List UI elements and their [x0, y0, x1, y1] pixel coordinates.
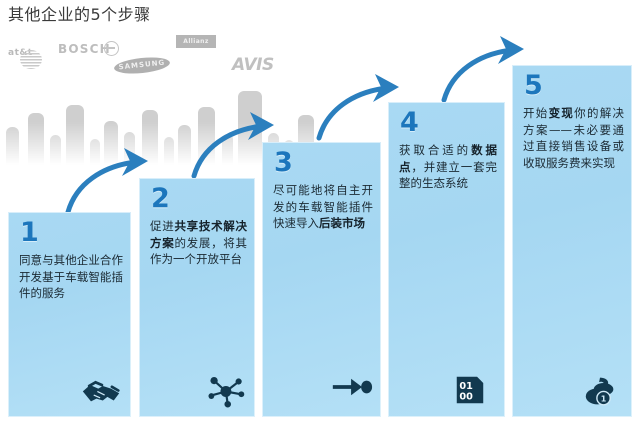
- silhouette: [164, 137, 174, 165]
- silhouette: [178, 125, 191, 165]
- silhouette: [104, 121, 118, 165]
- step-text-4: 获取合适的数据点，并建立一套完整的生态系统: [399, 143, 498, 190]
- page-title: 其他企业的5个步骤: [8, 5, 151, 24]
- avis-logo: AVIS: [232, 55, 274, 75]
- svg-text:00: 00: [459, 392, 473, 403]
- silhouette: [50, 135, 61, 165]
- silhouette: [124, 132, 135, 165]
- silhouette: [66, 105, 84, 165]
- att-logo: at&t: [8, 48, 42, 69]
- step-card-4[interactable]: 4 获取合适的数据点，并建立一套完整的生态系统 01 00: [388, 102, 505, 417]
- brand-logo-row: at&t BOSCH SAMSUNG Allianz AVIS: [0, 30, 330, 90]
- silhouette: [198, 107, 215, 165]
- step-card-1[interactable]: 1 同意与其他企业合作开发基于车载智能插件的服务: [8, 212, 131, 417]
- att-globe-icon: [20, 50, 42, 69]
- bosch-logo: BOSCH: [58, 42, 111, 56]
- step-text-5: 开始变现你的解决方案——未必要通过直接销售设备或收取服务费来实现: [523, 106, 625, 170]
- step-card-2[interactable]: 2 促进共享技术解决方案的发展，将其作为一个开放平台: [139, 178, 255, 417]
- step-number-3: 3: [274, 147, 293, 178]
- network-nodes-icon: [205, 375, 245, 409]
- att-logo-label: at&t: [8, 48, 33, 58]
- samsung-logo: SAMSUNG: [113, 55, 171, 76]
- bosch-logo-label: BOSCH: [58, 42, 111, 56]
- step-number-4: 4: [400, 107, 419, 138]
- svg-text:1: 1: [601, 395, 607, 404]
- silhouette: [238, 91, 262, 165]
- silhouette: [142, 110, 158, 165]
- svg-text:01: 01: [459, 381, 473, 392]
- silhouette: [28, 113, 44, 165]
- step-card-3[interactable]: 3 尽可能地将自主开发的车载智能插件快速导入后装市场: [262, 142, 381, 417]
- silhouette: [222, 134, 233, 165]
- step-number-5: 5: [524, 70, 543, 101]
- arrow-to-target-icon: [331, 375, 373, 409]
- silhouette: [6, 127, 19, 165]
- step-number-1: 1: [20, 217, 39, 248]
- binary-data-icon: 01 00: [455, 375, 495, 409]
- step-text-1: 同意与其他企业合作开发基于车载智能插件的服务: [19, 253, 123, 300]
- step-card-5[interactable]: 5 开始变现你的解决方案——未必要通过直接销售设备或收取服务费来实现 1: [512, 65, 632, 417]
- step-text-2: 促进共享技术解决方案的发展，将其作为一个开放平台: [150, 219, 248, 266]
- money-coins-icon: 1: [582, 375, 622, 409]
- step-text-3: 尽可能地将自主开发的车载智能插件快速导入后装市场: [273, 183, 373, 230]
- silhouette: [90, 139, 100, 165]
- allianz-logo: Allianz: [176, 35, 216, 48]
- step-number-2: 2: [151, 183, 170, 214]
- handshake-icon: [81, 375, 121, 409]
- bosch-mark-icon: [104, 41, 119, 56]
